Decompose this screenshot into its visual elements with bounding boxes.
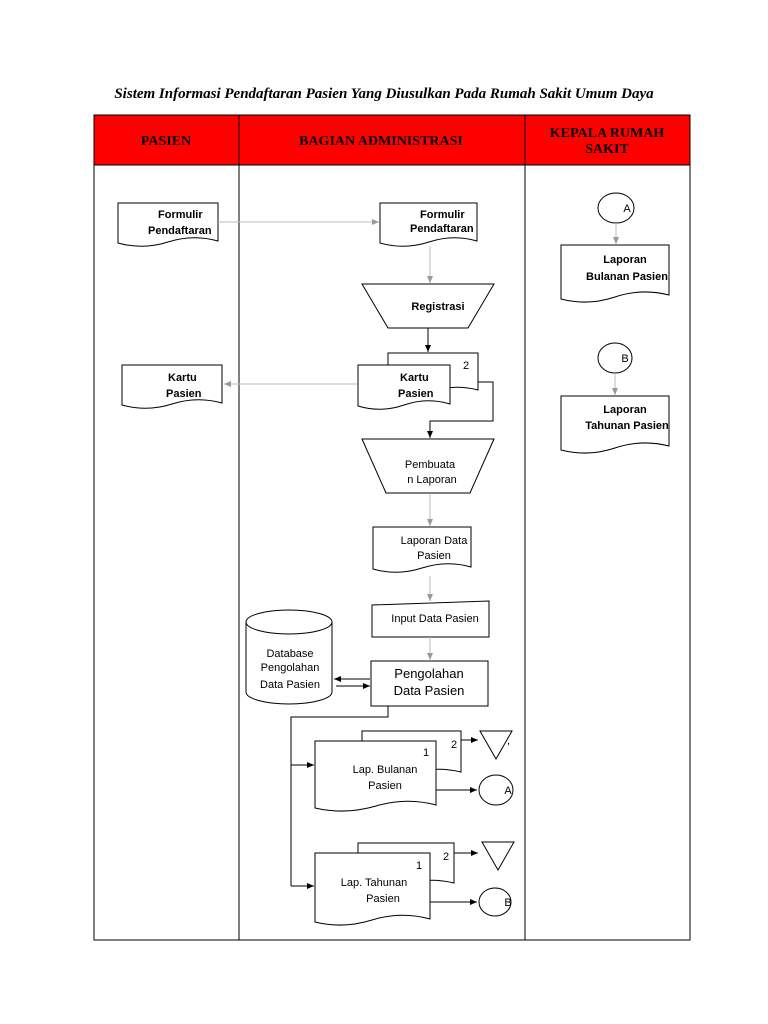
svg-text:Tahunan Pasien: Tahunan Pasien [585, 420, 669, 432]
offline-storage-tahunan [481, 841, 515, 872]
lane-title-kepala-line2: SAKIT [585, 142, 629, 157]
connector-a-kepala: A [597, 192, 635, 224]
svg-text:1: 1 [423, 747, 429, 759]
svg-text:A: A [623, 203, 631, 215]
svg-text:Lap. Bulanan: Lap. Bulanan [353, 764, 418, 776]
kepala-laporan-bulanan-document: Laporan Bulanan Pasien [560, 244, 670, 303]
lane-body [93, 164, 691, 941]
connector-b-kepala: B [597, 342, 633, 374]
svg-text:Pembuata: Pembuata [405, 459, 456, 471]
svg-text:A: A [504, 785, 512, 797]
pengolahan-data-pasien-process: Pengolahan Data Pasien [370, 660, 489, 707]
offline-storage-bulanan: , [479, 730, 513, 761]
svg-text:B: B [621, 353, 628, 365]
lane-header: PASIEN BAGIAN ADMINISTRASI KEPALA RUMAH … [93, 114, 691, 166]
svg-text:Pasien: Pasien [417, 550, 451, 562]
lane-title-kepala-line1: KEPALA RUMAH [550, 126, 665, 141]
pasien-kartu-document: Kartu Pasien [121, 364, 223, 409]
connector-b-admin: B [478, 887, 512, 917]
diagram-title: Sistem Informasi Pendaftaran Pasien Yang… [114, 86, 654, 102]
svg-text:Pasien: Pasien [366, 893, 400, 905]
svg-text:Kartu: Kartu [168, 372, 197, 384]
kepala-laporan-tahunan-document: Laporan Tahunan Pasien [560, 395, 670, 454]
admin-kartu-document: 2 Kartu Pasien [357, 352, 479, 410]
svg-text:Data Pasien: Data Pasien [394, 683, 465, 698]
svg-text:Pendaftaran: Pendaftaran [410, 223, 474, 235]
lane-title-pasien: PASIEN [141, 134, 191, 149]
svg-text:Lap. Tahunan: Lap. Tahunan [341, 877, 407, 889]
svg-text:n Laporan: n Laporan [407, 474, 457, 486]
svg-text:Pasien: Pasien [166, 388, 202, 400]
svg-text:Formulir: Formulir [158, 209, 203, 221]
svg-text:2: 2 [463, 360, 469, 372]
svg-text:Bulanan Pasien: Bulanan Pasien [586, 271, 668, 283]
lane-title-admin: BAGIAN ADMINISTRASI [299, 134, 463, 149]
svg-text:2: 2 [451, 739, 457, 751]
lap-tahunan-pasien-document: 2 1 Lap. Tahunan Pasien [314, 842, 455, 926]
svg-text:1: 1 [416, 860, 422, 872]
svg-text:Laporan Data: Laporan Data [401, 535, 469, 547]
svg-text:Formulir: Formulir [420, 209, 465, 221]
svg-text:Kartu: Kartu [400, 372, 429, 384]
svg-text:Pengolahan: Pengolahan [261, 662, 320, 674]
laporan-data-pasien-document: Laporan Data Pasien [372, 526, 472, 573]
svg-text:Pasien: Pasien [368, 780, 402, 792]
svg-text:,: , [507, 735, 510, 747]
registrasi-manual-operation: Registrasi [361, 283, 495, 329]
svg-text:B: B [504, 897, 511, 909]
svg-text:Input Data Pasien: Input Data Pasien [391, 613, 478, 625]
admin-formulir-document: Formulir Pendaftaran [379, 202, 478, 247]
svg-text:Pengolahan: Pengolahan [394, 666, 463, 681]
svg-text:Registrasi: Registrasi [411, 301, 464, 313]
svg-text:Pasien: Pasien [398, 388, 434, 400]
svg-text:Laporan: Laporan [603, 404, 647, 416]
svg-text:2: 2 [443, 851, 449, 863]
svg-text:Database: Database [266, 648, 313, 660]
lap-bulanan-pasien-document: 2 1 Lap. Bulanan Pasien [314, 730, 462, 812]
pasien-formulir-document: Formulir Pendaftaran [117, 202, 219, 247]
connector-a-admin: A [478, 774, 514, 806]
svg-text:Data Pasien: Data Pasien [260, 679, 320, 691]
pembuatan-laporan-manual-operation: Pembuata n Laporan [361, 438, 495, 494]
svg-text:Pendaftaran: Pendaftaran [148, 225, 212, 237]
database-pengolahan-cylinder: Database Pengolahan Data Pasien [245, 609, 333, 705]
input-data-pasien-manual-input: Input Data Pasien [371, 600, 490, 638]
svg-text:Laporan: Laporan [603, 254, 647, 266]
